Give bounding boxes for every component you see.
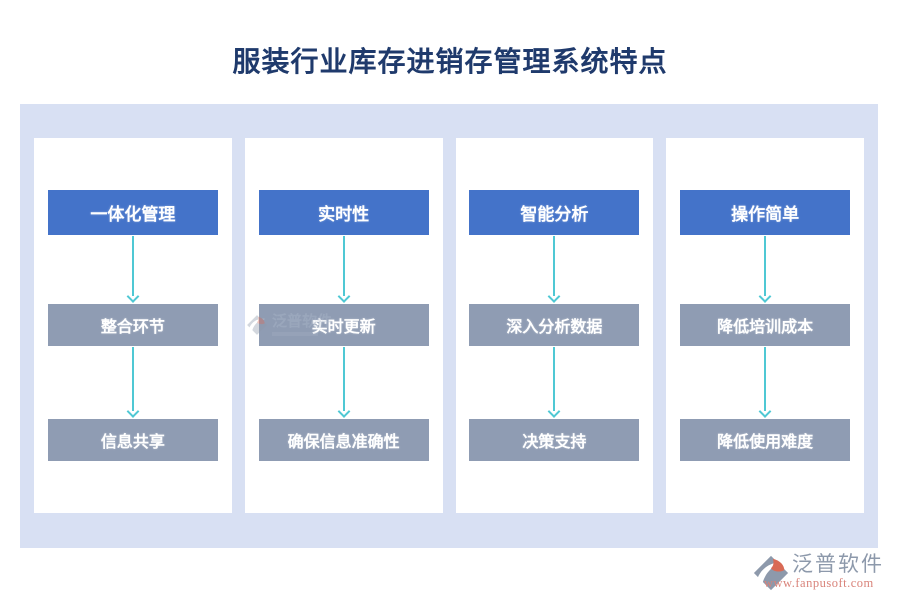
feature-column-integration: 一体化管理 整合环节 信息共享 [34,138,232,513]
down-arrow-icon [666,235,864,304]
down-arrow-icon [666,346,864,419]
down-arrow-icon [245,346,443,419]
brand-footer: 泛普软件 www.fanpusoft.com [752,553,884,592]
fanpu-logo-icon [753,555,789,591]
down-arrow-icon [245,235,443,304]
feature-step: 信息共享 [47,419,218,461]
feature-header: 智能分析 [469,190,640,235]
feature-header: 一体化管理 [47,190,218,235]
feature-step: 确保信息准确性 [258,419,429,461]
feature-column-analysis: 智能分析 深入分析数据 决策支持 [455,138,654,513]
down-arrow-icon [34,346,232,419]
features-panel: 一体化管理 整合环节 信息共享 实时性 实时更新 确保信息准确性 智能分析 深入… [20,104,878,548]
brand-url: www.fanpusoft.com [764,576,874,591]
feature-header: 实时性 [258,190,429,235]
down-arrow-icon [456,235,654,304]
feature-step: 决策支持 [469,419,640,461]
feature-step: 整合环节 [47,304,218,346]
feature-step: 降低使用难度 [680,419,851,461]
feature-header: 操作简单 [680,190,851,235]
page-title: 服装行业库存进销存管理系统特点 [232,46,668,77]
feature-column-realtime: 实时性 实时更新 确保信息准确性 [244,138,443,513]
feature-column-simplicity: 操作简单 降低培训成本 降低使用难度 [666,138,864,513]
brand-name: 泛普软件 [792,553,884,576]
down-arrow-icon [456,346,654,419]
feature-step: 降低培训成本 [680,304,851,346]
down-arrow-icon [34,235,232,304]
feature-step: 深入分析数据 [469,304,640,346]
feature-step: 实时更新 [258,304,429,346]
